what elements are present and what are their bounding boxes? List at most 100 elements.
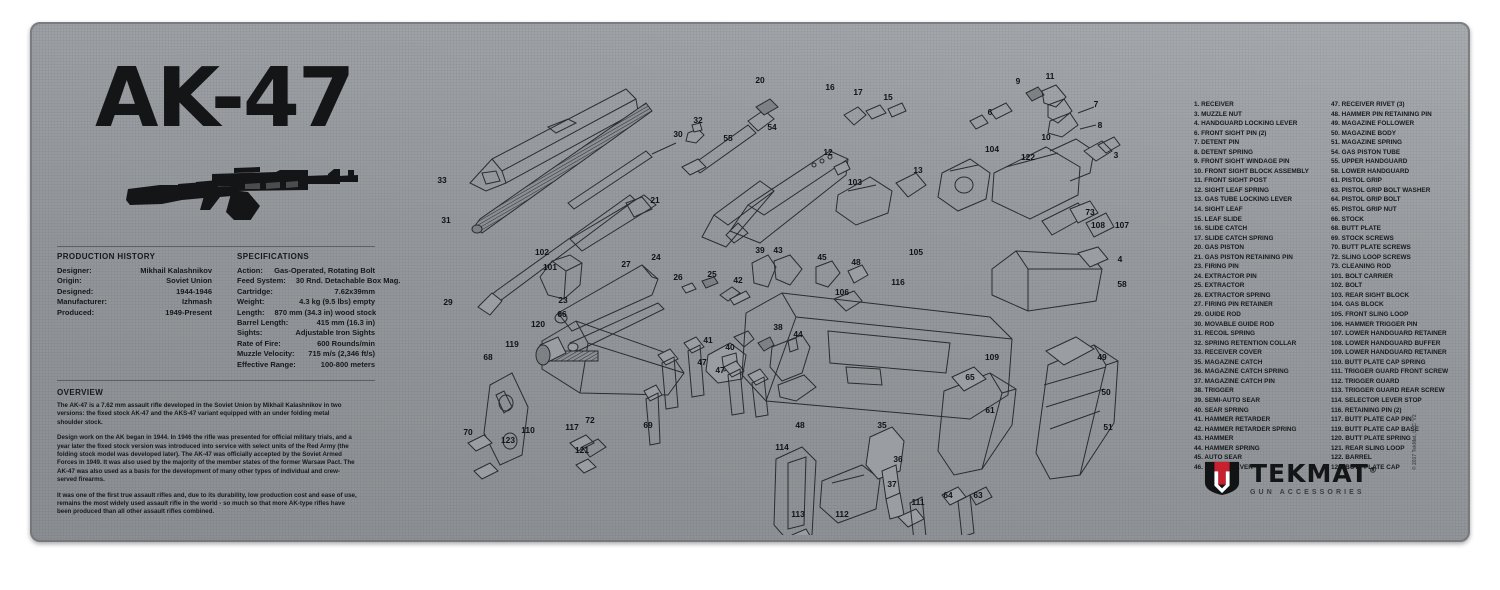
parts-list-item: 9. FRONT SIGHT WINDAGE PIN: [1194, 158, 1290, 166]
parts-list-item: 70. BUTT PLATE SCREWS: [1331, 244, 1411, 252]
callout-number: 55: [723, 133, 733, 143]
production-history-label: Produced:: [57, 307, 95, 317]
production-history-value: Izhmash: [181, 297, 212, 307]
parts-list-item: 21. GAS PISTON RETAINING PIN: [1194, 253, 1293, 261]
callout-number: 24: [651, 252, 661, 262]
brand-name: TEKMAT®: [1250, 461, 1378, 486]
callout-number: 113: [791, 509, 805, 519]
production-history-value: 1944-1946: [176, 286, 212, 296]
overview-paragraph: Design work on the AK began in 1944. In …: [57, 434, 355, 484]
callout-number: 27: [621, 259, 631, 269]
parts-list-item: 20. GAS PISTON: [1194, 244, 1244, 252]
callout-number: 32: [693, 115, 703, 125]
callout-number: 37: [887, 479, 897, 489]
callout-number: 108: [1091, 220, 1105, 230]
parts-list-item: 14. SIGHT LEAF: [1194, 206, 1243, 214]
specification-label: Muzzle Velocity:: [237, 349, 295, 359]
parts-list-item: 45. AUTO SEAR: [1194, 454, 1242, 462]
callout-number: 110: [521, 425, 535, 435]
parts-list-item: 12. SIGHT LEAF SPRING: [1194, 186, 1269, 194]
parts-list-item: 102. BOLT: [1331, 282, 1363, 290]
callout-number: 48: [851, 257, 861, 267]
parts-list-item: 63. PISTOL GRIP BOLT WASHER: [1331, 186, 1431, 194]
callout-number: 23: [558, 295, 568, 305]
specification-row: Muzzle Velocity:715 m/s (2,346 ft/s): [237, 349, 375, 359]
callout-number: 107: [1115, 220, 1129, 230]
production-history-value: Mikhail Kalashnikov: [140, 266, 212, 275]
callout-number: 36: [893, 454, 903, 464]
specification-row: Effective Range:100-800 meters: [237, 360, 375, 370]
specification-row: Sights:Adjustable Iron Sights: [237, 328, 375, 338]
callout-number: 35: [877, 420, 887, 430]
parts-list-item: 122. BARREL: [1331, 454, 1372, 462]
parts-list-item: 17. SLIDE CATCH SPRING: [1194, 234, 1274, 242]
callout-number: 15: [883, 92, 893, 102]
parts-list-item: 29. GUIDE ROD: [1194, 311, 1241, 319]
parts-list-item: 37. MAGAZINE CATCH PIN: [1194, 377, 1275, 385]
callout-number: 6: [988, 107, 993, 117]
specification-row: Weight: 4.3 kg (9.5 lbs) empty: [237, 297, 375, 307]
callout-number: 105: [909, 247, 923, 257]
callout-number: 44: [793, 329, 803, 339]
specification-row: Feed System:30 Rnd. Detachable Box Mag.: [237, 276, 400, 286]
parts-list-item: 65. PISTOL GRIP NUT: [1331, 206, 1397, 214]
callout-number: 47: [697, 357, 707, 367]
parts-list-item: 44. HAMMER SPRING: [1194, 444, 1260, 452]
callout-number: 102: [535, 247, 549, 257]
specification-value: 4.3 kg (9.5 lbs) empty: [299, 297, 375, 307]
specification-label: Weight:: [237, 297, 265, 307]
diagram-parts: [467, 84, 1121, 535]
parts-list-item: 69. STOCK SCREWS: [1331, 234, 1394, 242]
parts-list-item: 54. GAS PISTON TUBE: [1331, 148, 1401, 156]
callout-number: 9: [1016, 76, 1021, 86]
copyright-notice: © 2017 TekMat, LLC 'V2: [1412, 414, 1418, 470]
brand-tagline: GUN ACCESSORIES: [1250, 488, 1365, 496]
parts-list-item: 24. EXTRACTOR PIN: [1194, 272, 1257, 280]
callout-number: 25: [707, 269, 717, 279]
specification-label: Feed System:: [237, 276, 286, 286]
callout-number: 10: [1041, 132, 1051, 142]
production-history-label: Manufacturer:: [57, 297, 108, 307]
parts-list-item: 50. MAGAZINE BODY: [1331, 129, 1396, 137]
callout-number: 112: [835, 509, 849, 519]
callout-number: 7: [1094, 99, 1099, 109]
specification-label: Length:: [237, 307, 265, 317]
callout-number: 64: [943, 490, 953, 500]
production-history-heading: PRODUCTION HISTORY: [57, 252, 156, 261]
callout-number: 73: [1085, 207, 1095, 217]
overview-paragraph: It was one of the first true assault rif…: [57, 491, 357, 516]
specification-row: Action:Gas-Operated, Rotating Bolt: [237, 266, 375, 276]
callout-number: 121: [575, 445, 589, 455]
specification-row: Length:870 mm (34.3 in) wood stock: [237, 307, 376, 318]
parts-list-item: 58. LOWER HANDGUARD: [1331, 167, 1410, 175]
parts-list-item: 43. HAMMER: [1194, 435, 1234, 443]
parts-list-item: 66. STOCK: [1331, 215, 1364, 223]
parts-list-item: 4. HANDGUARD LOCKING LEVER: [1194, 120, 1298, 128]
callout-number: 117: [565, 422, 579, 432]
callout-number: 38: [773, 322, 783, 332]
specifications-heading: SPECIFICATIONS: [237, 252, 310, 261]
parts-list-item: 121. REAR SLING LOOP: [1331, 444, 1405, 452]
callout-number: 4: [1118, 254, 1123, 264]
parts-list-item: 68. BUTT PLATE: [1331, 225, 1381, 233]
callout-number: 11: [1046, 71, 1055, 81]
callout-number: 41: [703, 335, 713, 345]
mat-surface: [30, 22, 1470, 542]
ak47-rifle-silhouette-icon: [126, 167, 358, 220]
divider-mid: [57, 380, 375, 381]
parts-list-item: 30. MOVABLE GUIDE ROD: [1194, 320, 1275, 328]
production-history-row: Produced:1949-Present: [57, 308, 212, 318]
callout-number: 31: [441, 215, 451, 225]
callout-number: 66: [557, 309, 567, 319]
callout-number: 49: [1097, 352, 1107, 362]
callout-number: 20: [755, 75, 765, 85]
parts-list-item: 36. MAGAZINE CATCH SPRING: [1194, 368, 1289, 376]
callout-number: 50: [1101, 387, 1111, 397]
registered-mark: ®: [1368, 465, 1378, 475]
callout-number: 68: [483, 352, 493, 362]
parts-list-item: 25. EXTRACTOR: [1194, 282, 1245, 290]
parts-list-item: 111. TRIGGER GUARD FRONT SCREW: [1331, 368, 1449, 376]
